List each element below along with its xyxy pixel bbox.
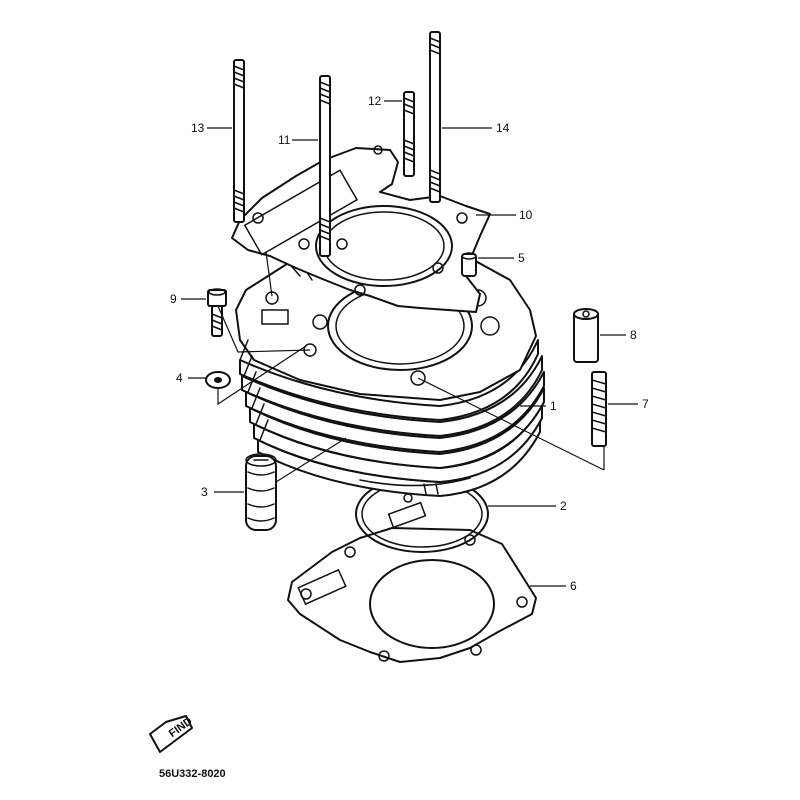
callout-13: 13 xyxy=(191,121,205,135)
callout-3: 3 xyxy=(201,485,208,499)
callout-4: 4 xyxy=(176,371,183,385)
callout-9: 9 xyxy=(170,292,177,306)
callout-11: 11 xyxy=(278,133,291,147)
callout-2: 2 xyxy=(560,499,567,513)
dowel-pin-8 xyxy=(573,308,599,363)
stud-bolt-13 xyxy=(233,59,245,223)
callout-12: 12 xyxy=(368,94,382,108)
stud-bolt-7 xyxy=(591,371,607,447)
callout-14: 14 xyxy=(496,121,510,135)
washer-4 xyxy=(205,371,231,389)
callout-8: 8 xyxy=(630,328,637,342)
find-badge: FIND xyxy=(149,715,195,753)
leader-lines xyxy=(181,100,638,587)
callout-5: 5 xyxy=(518,251,525,265)
stud-bolt-12 xyxy=(403,91,415,177)
callout-6: 6 xyxy=(570,579,577,593)
callout-labels: 13 11 12 14 10 5 9 8 4 7 1 3 2 6 xyxy=(170,94,649,593)
base-gasket xyxy=(287,527,537,663)
damper-3 xyxy=(245,453,277,531)
dowel-pin-5 xyxy=(461,252,477,277)
callout-7: 7 xyxy=(642,397,649,411)
callout-10: 10 xyxy=(519,208,533,222)
figure-code: 56U332-8020 xyxy=(159,768,226,780)
callout-1: 1 xyxy=(550,399,557,413)
stud-bolt-14 xyxy=(429,31,441,203)
stud-bolt-11 xyxy=(319,75,331,257)
bolt-9 xyxy=(207,288,227,337)
